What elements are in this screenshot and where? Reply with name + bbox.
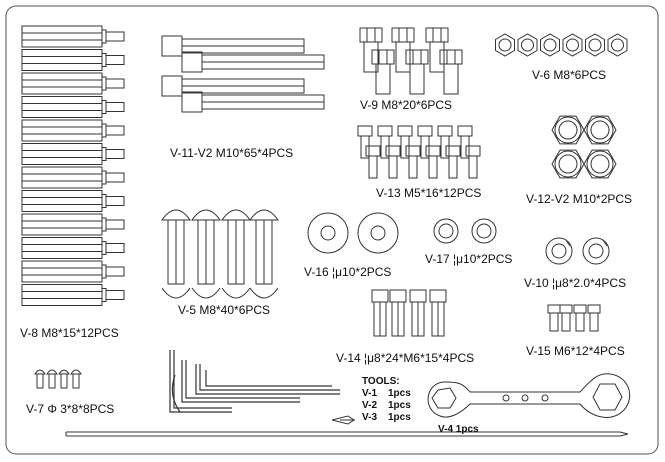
label-v7: V-7 Φ 3*8*8PCS bbox=[26, 402, 115, 416]
tool-code: V-3 bbox=[362, 412, 378, 423]
v12-nut-drawing bbox=[551, 115, 617, 179]
v8-standoff-drawing bbox=[21, 25, 125, 306]
label-v14: V-14 ¦μ8*24*M6*15*4PCS bbox=[336, 351, 475, 365]
v7-screw-drawing bbox=[34, 369, 82, 389]
frame-border bbox=[5, 5, 659, 455]
screwdriver-tip-drawing bbox=[331, 415, 355, 425]
label-v11: V-11-V2 M10*65*4PCS bbox=[170, 146, 294, 160]
long-rod-drawing bbox=[65, 431, 629, 437]
v11-bolt-drawing bbox=[161, 35, 325, 113]
label-v12: V-12-V2 M10*2PCS bbox=[526, 192, 633, 206]
v17-washer-drawing bbox=[433, 218, 497, 244]
v15-bolt-drawing bbox=[547, 304, 601, 332]
v16-washer-drawing bbox=[307, 212, 399, 254]
label-v9: V-9 M8*20*6PCS bbox=[360, 98, 453, 112]
tool-qty: 1pcs bbox=[388, 388, 411, 399]
tool-code: V-2 bbox=[362, 400, 378, 411]
v6-nut-drawing bbox=[495, 33, 628, 57]
tool-qty: 1pcs bbox=[388, 412, 411, 423]
tool-row: V-3 1pcs bbox=[362, 412, 411, 424]
tools-title: TOOLS: bbox=[362, 376, 400, 387]
v9-bolt-drawing bbox=[359, 27, 463, 95]
tool-qty: 1pcs bbox=[388, 400, 411, 411]
label-v10: V-10 ¦μ8*2.0*4PCS bbox=[524, 276, 627, 290]
v14-bolt-drawing bbox=[371, 289, 447, 337]
v10-washer-drawing bbox=[545, 237, 610, 265]
tool-row: V-2 1pcs bbox=[362, 400, 411, 412]
label-v16: V-16 ¦μ10*2PCS bbox=[304, 265, 392, 279]
label-v17: V-17 ¦μ10*2PCS bbox=[425, 252, 513, 266]
tool-code: V-1 bbox=[362, 388, 378, 399]
label-v5: V-5 M8*40*6PCS bbox=[178, 303, 271, 317]
tools-list: TOOLS: V-1 1pcs V-2 1pcs V-3 1pcs bbox=[362, 376, 411, 424]
label-v15: V-15 M6*12*4PCS bbox=[526, 344, 625, 358]
tool-row: V-1 1pcs bbox=[362, 388, 411, 400]
label-v6: V-6 M8*6PCS bbox=[532, 68, 607, 82]
label-v4: V-4 1pcs bbox=[438, 424, 479, 435]
label-v8: V-8 M8*15*12PCS bbox=[20, 326, 119, 340]
label-v13: V-13 M5*16*12PCS bbox=[376, 186, 482, 200]
v5-bolt-drawing bbox=[161, 209, 279, 299]
allen-keys-drawing bbox=[169, 350, 340, 413]
v13-bolt-drawing bbox=[357, 125, 481, 179]
v4-wrench-drawing bbox=[427, 373, 631, 418]
